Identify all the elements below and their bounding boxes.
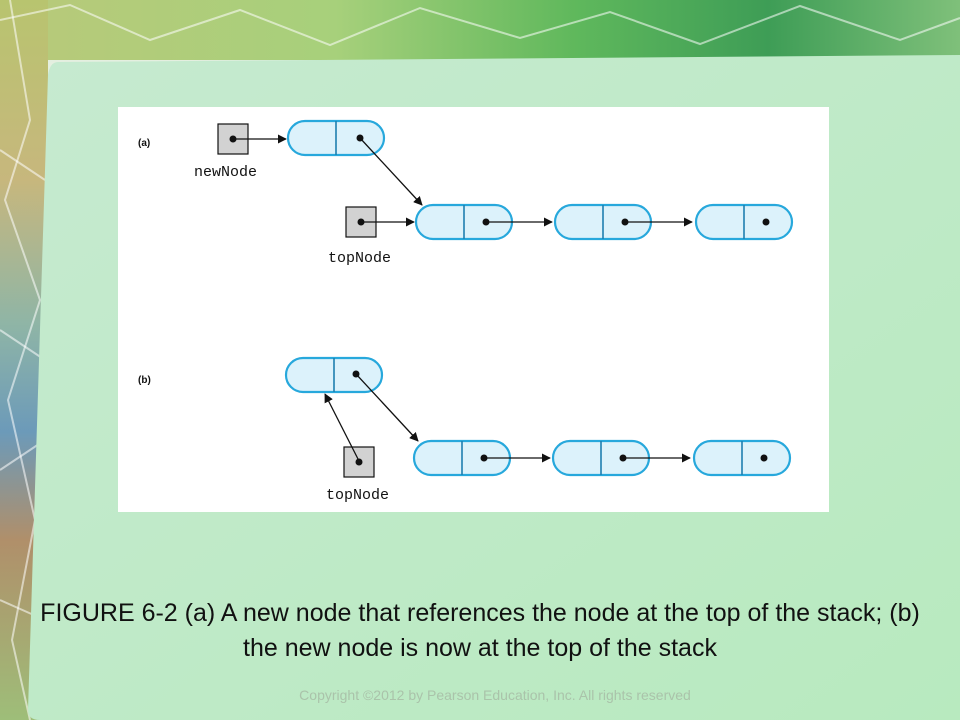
new-node-b bbox=[284, 356, 384, 394]
newnode-label: newNode bbox=[194, 164, 257, 181]
topnode-arrow-b bbox=[324, 393, 359, 460]
chain-node-a-3 bbox=[694, 203, 794, 241]
new-node-a-link-arrow bbox=[359, 137, 423, 206]
part-a-label: (a) bbox=[138, 138, 150, 149]
stack-figure: (a) newNode topNode bbox=[118, 107, 829, 512]
chain-node-b-3 bbox=[692, 439, 792, 477]
topnode-label-a: topNode bbox=[328, 250, 391, 267]
topnode-label-b: topNode bbox=[326, 487, 389, 504]
topnode-pointer-box-b bbox=[343, 446, 375, 478]
figure-caption: FIGURE 6-2 (a) A new node that reference… bbox=[40, 599, 920, 662]
new-node-b-link-arrow bbox=[355, 373, 419, 442]
part-b-label: (b) bbox=[138, 375, 151, 386]
chain-node-a-2 bbox=[553, 203, 653, 241]
copyright-notice: Copyright ©2012 by Pearson Education, In… bbox=[299, 687, 691, 703]
new-node-a bbox=[286, 119, 386, 157]
